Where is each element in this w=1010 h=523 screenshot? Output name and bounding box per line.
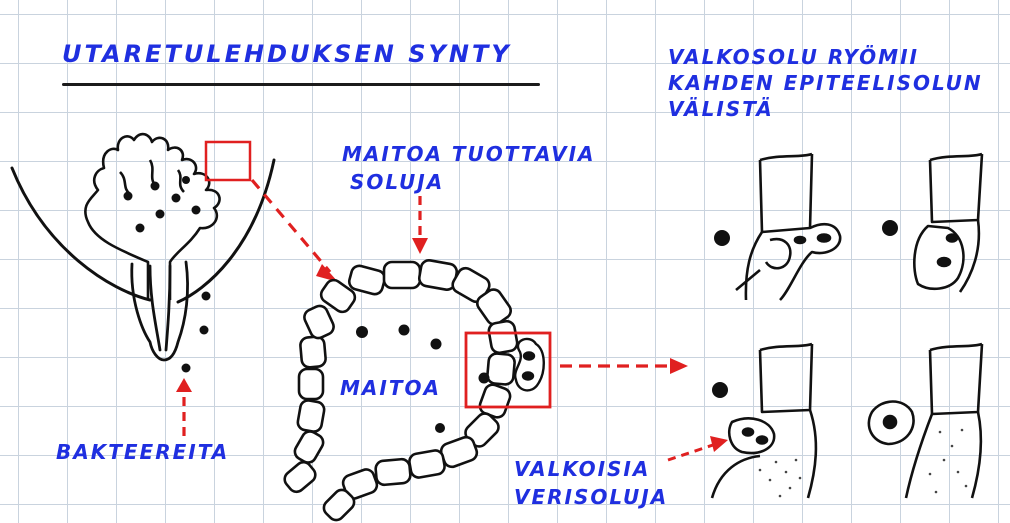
zoom-box-gland [206,142,250,180]
label-milk-producing-cells: MAITOA TUOTTAVIA SOLUJA [342,140,596,196]
teat [132,262,188,360]
label-white-blood-cells-line-2: VERISOLUJA [514,483,668,511]
migration-panel-3 [712,344,816,498]
label-milk-producing-cells-line-2: SOLUJA [342,168,596,196]
bacteria-arrow-head [176,378,192,392]
label-bacteria: BAKTEEREITA [56,440,229,464]
zoom-arrow-2-head [670,358,688,374]
label-white-blood-cells-line-1: VALKOISIA [514,455,668,483]
label-white-blood-cells: VALKOISIA VERISOLUJA [514,455,668,511]
wbc-arrow [668,444,716,460]
migration-panel-2 [914,154,982,292]
white-blood-cell-entering [515,339,544,390]
gland-alveoli [85,134,219,300]
label-leukocyte-migration-line-3: VÄLISTÄ [668,96,983,122]
label-leukocyte-migration-line-2: KAHDEN EPITEELISOLUN [668,70,983,96]
migration-panel-2-bacterium [882,220,898,236]
migration-panel-4 [869,344,982,498]
wbc-arrow-head [710,436,728,452]
label-leukocyte-migration-line-1: VALKOSOLU RYÖMII [668,44,983,70]
bacteria-in-gland [124,176,201,233]
cells-arrow-head [412,238,428,254]
diagram-title: UTARETULEHDUKSEN SYNTY [62,40,512,68]
migration-panel-3-stipple [759,459,802,498]
label-milk: MAITOA [340,376,441,400]
migration-panel-1-bacterium [714,230,730,246]
migration-panel-4-stipple [929,429,968,494]
label-leukocyte-migration: VALKOSOLU RYÖMII KAHDEN EPITEELISOLUN VÄ… [668,44,983,122]
title-underline [62,83,540,86]
migration-panel-3-bacterium [712,382,728,398]
label-milk-producing-cells-line-1: MAITOA TUOTTAVIA [342,140,596,168]
migration-panel-1 [736,154,840,300]
